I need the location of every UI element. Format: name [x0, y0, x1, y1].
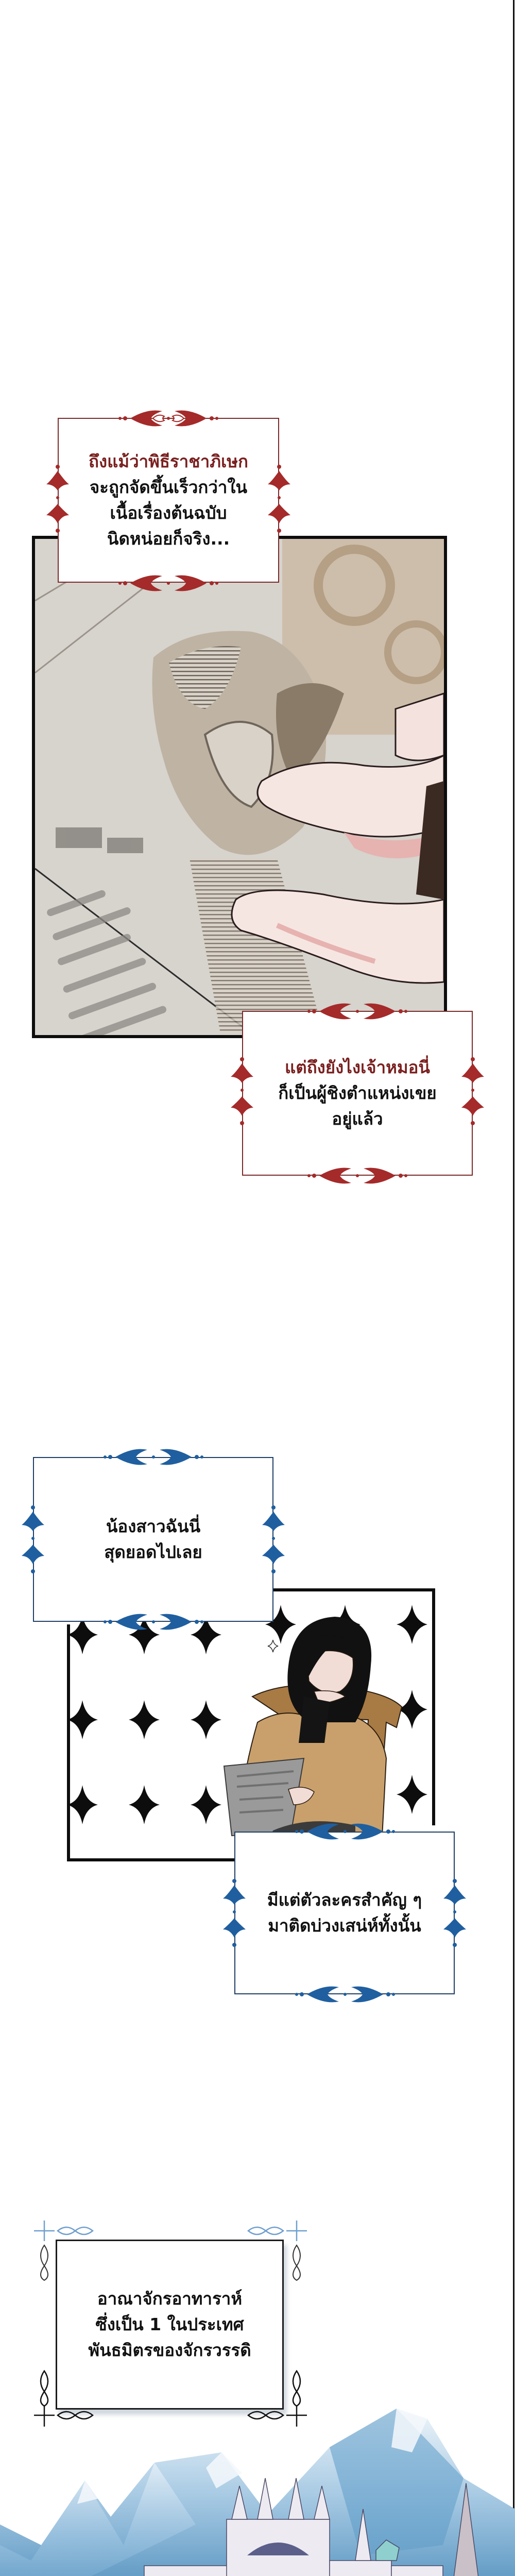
man-reading-illustration [67, 1588, 435, 1861]
caption-box-1: ถึงแม้ว่าพิธีราชาภิเษก จะถูกจัดขึ้นเร็วก… [58, 418, 279, 583]
red-side-flourish-icon [267, 464, 291, 536]
corner-cross-ornament-icon [246, 2219, 308, 2281]
red-side-flourish-icon [45, 464, 70, 536]
caption-5-line-2: ซึ่งเป็น 1 ในประเทศ [95, 2314, 244, 2334]
caption-1-line-2: จะถูกจัดขึ้นเร็วกว่าใน [89, 477, 248, 497]
panel-man-reading [67, 1588, 435, 1861]
blue-side-flourish-icon [222, 1878, 247, 1950]
panel-newspaper-closeup [32, 536, 447, 1038]
blue-flourish-icon [294, 1820, 397, 1843]
corner-cross-ornament-icon [33, 2219, 95, 2281]
blue-flourish-icon [294, 1983, 397, 2006]
red-flourish-icon [306, 1000, 409, 1023]
blue-side-flourish-icon [261, 1504, 286, 1577]
caption-1-line-3: เนื้อเรื่องต้นฉบับ [110, 503, 227, 523]
mountain-castle-illustration [0, 2409, 515, 2576]
caption-box-4: มีแต่ตัวละครสำคัญ ๆ มาติดบ่วงเสน่ห์ทั้งน… [234, 1832, 455, 1994]
caption-4-line-1: มีแต่ตัวละครสำคัญ ๆ [267, 1890, 422, 1910]
blue-flourish-icon [102, 1611, 205, 1633]
caption-box-3: น้องสาวฉันนี่ สุดยอดไปเลย [33, 1457, 273, 1622]
caption-2-line-3: อยู่แล้ว [332, 1109, 383, 1129]
caption-5-line-1: อาณาจักรอาทาราห์ [97, 2289, 243, 2309]
caption-3-line-2: สุดยอดไปเลย [104, 1542, 202, 1562]
caption-2-line-1: แต่ถึงยังไงเจ้าหมอนี่ [285, 1057, 430, 1077]
caption-5-line-3: พันธมิตรของจักรวรรดิ [88, 2340, 251, 2360]
caption-box-5: อาณาจักรอาทาราห์ ซึ่งเป็น 1 ในประเทศ พัน… [56, 2240, 284, 2410]
blue-flourish-icon [102, 1446, 205, 1468]
newspaper-illustration [35, 539, 444, 1035]
blue-side-flourish-icon [21, 1504, 45, 1577]
caption-box-2: แต่ถึงยังไงเจ้าหมอนี่ ก็เป็นผู้ชิงตำแหน่… [242, 1011, 473, 1176]
red-flourish-icon [117, 572, 220, 595]
red-side-flourish-icon [460, 1056, 485, 1128]
caption-3-line-1: น้องสาวฉันนี่ [106, 1516, 201, 1536]
caption-4-line-2: มาติดบ่วงเสน่ห์ทั้งนั้น [268, 1916, 421, 1936]
caption-1-line-4: นิดหน่อยก็จริง... [107, 529, 230, 549]
panel-landscape [0, 2391, 515, 2576]
red-flourish-icon [306, 1164, 409, 1187]
blue-side-flourish-icon [442, 1878, 467, 1950]
page-edge-line [513, 0, 514, 2576]
corner-cross-ornament-icon [246, 2370, 308, 2432]
corner-cross-ornament-icon [33, 2370, 95, 2432]
caption-1-line-1: ถึงแม้ว่าพิธีราชาภิเษก [88, 451, 249, 471]
red-side-flourish-icon [230, 1056, 254, 1128]
red-flourish-icon [117, 407, 220, 430]
caption-2-line-2: ก็เป็นผู้ชิงตำแหน่งเขย [278, 1083, 437, 1103]
